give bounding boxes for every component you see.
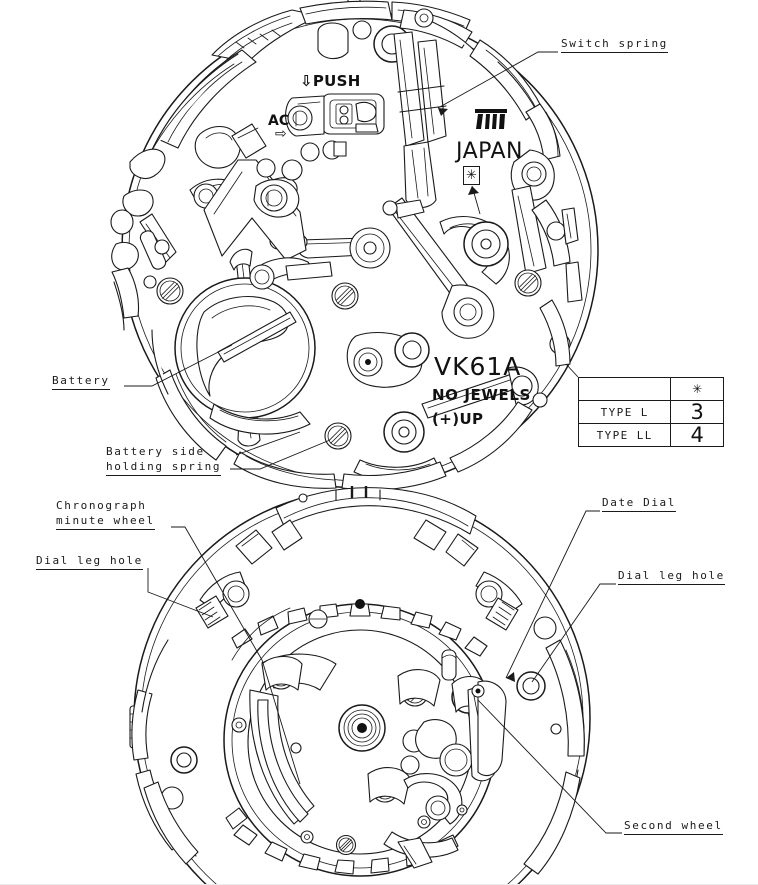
table-header-blank [577,377,672,401]
callout-dial-leg-hole-right: Dial leg hole [618,568,725,585]
ac-arrow-icon: ⇨ [275,126,287,142]
callout-date-dial: Date Dial [602,495,677,512]
type-specification-table: ✳ TYPE L 3 TYPE LL 4 [577,377,724,447]
table-header-asterisk: ✳ [670,377,724,401]
table-row: TYPE LL 4 [577,423,724,447]
callout-battery-side-holding-spring: Battery side holding spring [106,444,222,476]
type-ll-value: 4 [670,423,724,447]
upper-movement-view [110,0,599,491]
type-ll-label: TYPE LL [577,423,672,447]
type-l-value: 3 [670,400,724,424]
push-marking: ⇩PUSH [300,72,361,90]
caliber-marking: VK61A [434,352,522,381]
type-l-label: TYPE L [577,400,672,424]
tmi-logo-icon [475,109,507,129]
table-header-row: ✳ [577,377,724,401]
callout-battery: Battery [52,373,110,390]
table-row: TYPE L 3 [577,400,724,424]
lower-dial-view [129,486,591,884]
callout-switch-spring: Switch spring [561,36,668,53]
callout-chronograph-minute-wheel: Chronograph minute wheel [56,498,155,530]
callout-second-wheel: Second wheel [624,818,723,835]
orientation-marking: (+)UP [432,410,484,428]
asterisk-position-marker: ✳ [463,166,480,185]
callout-dial-leg-hole-left: Dial leg hole [36,553,143,570]
jewels-marking: NO JEWELS [432,386,531,404]
japan-marking: JAPAN [456,139,524,164]
ac-marking: AC [268,113,290,129]
